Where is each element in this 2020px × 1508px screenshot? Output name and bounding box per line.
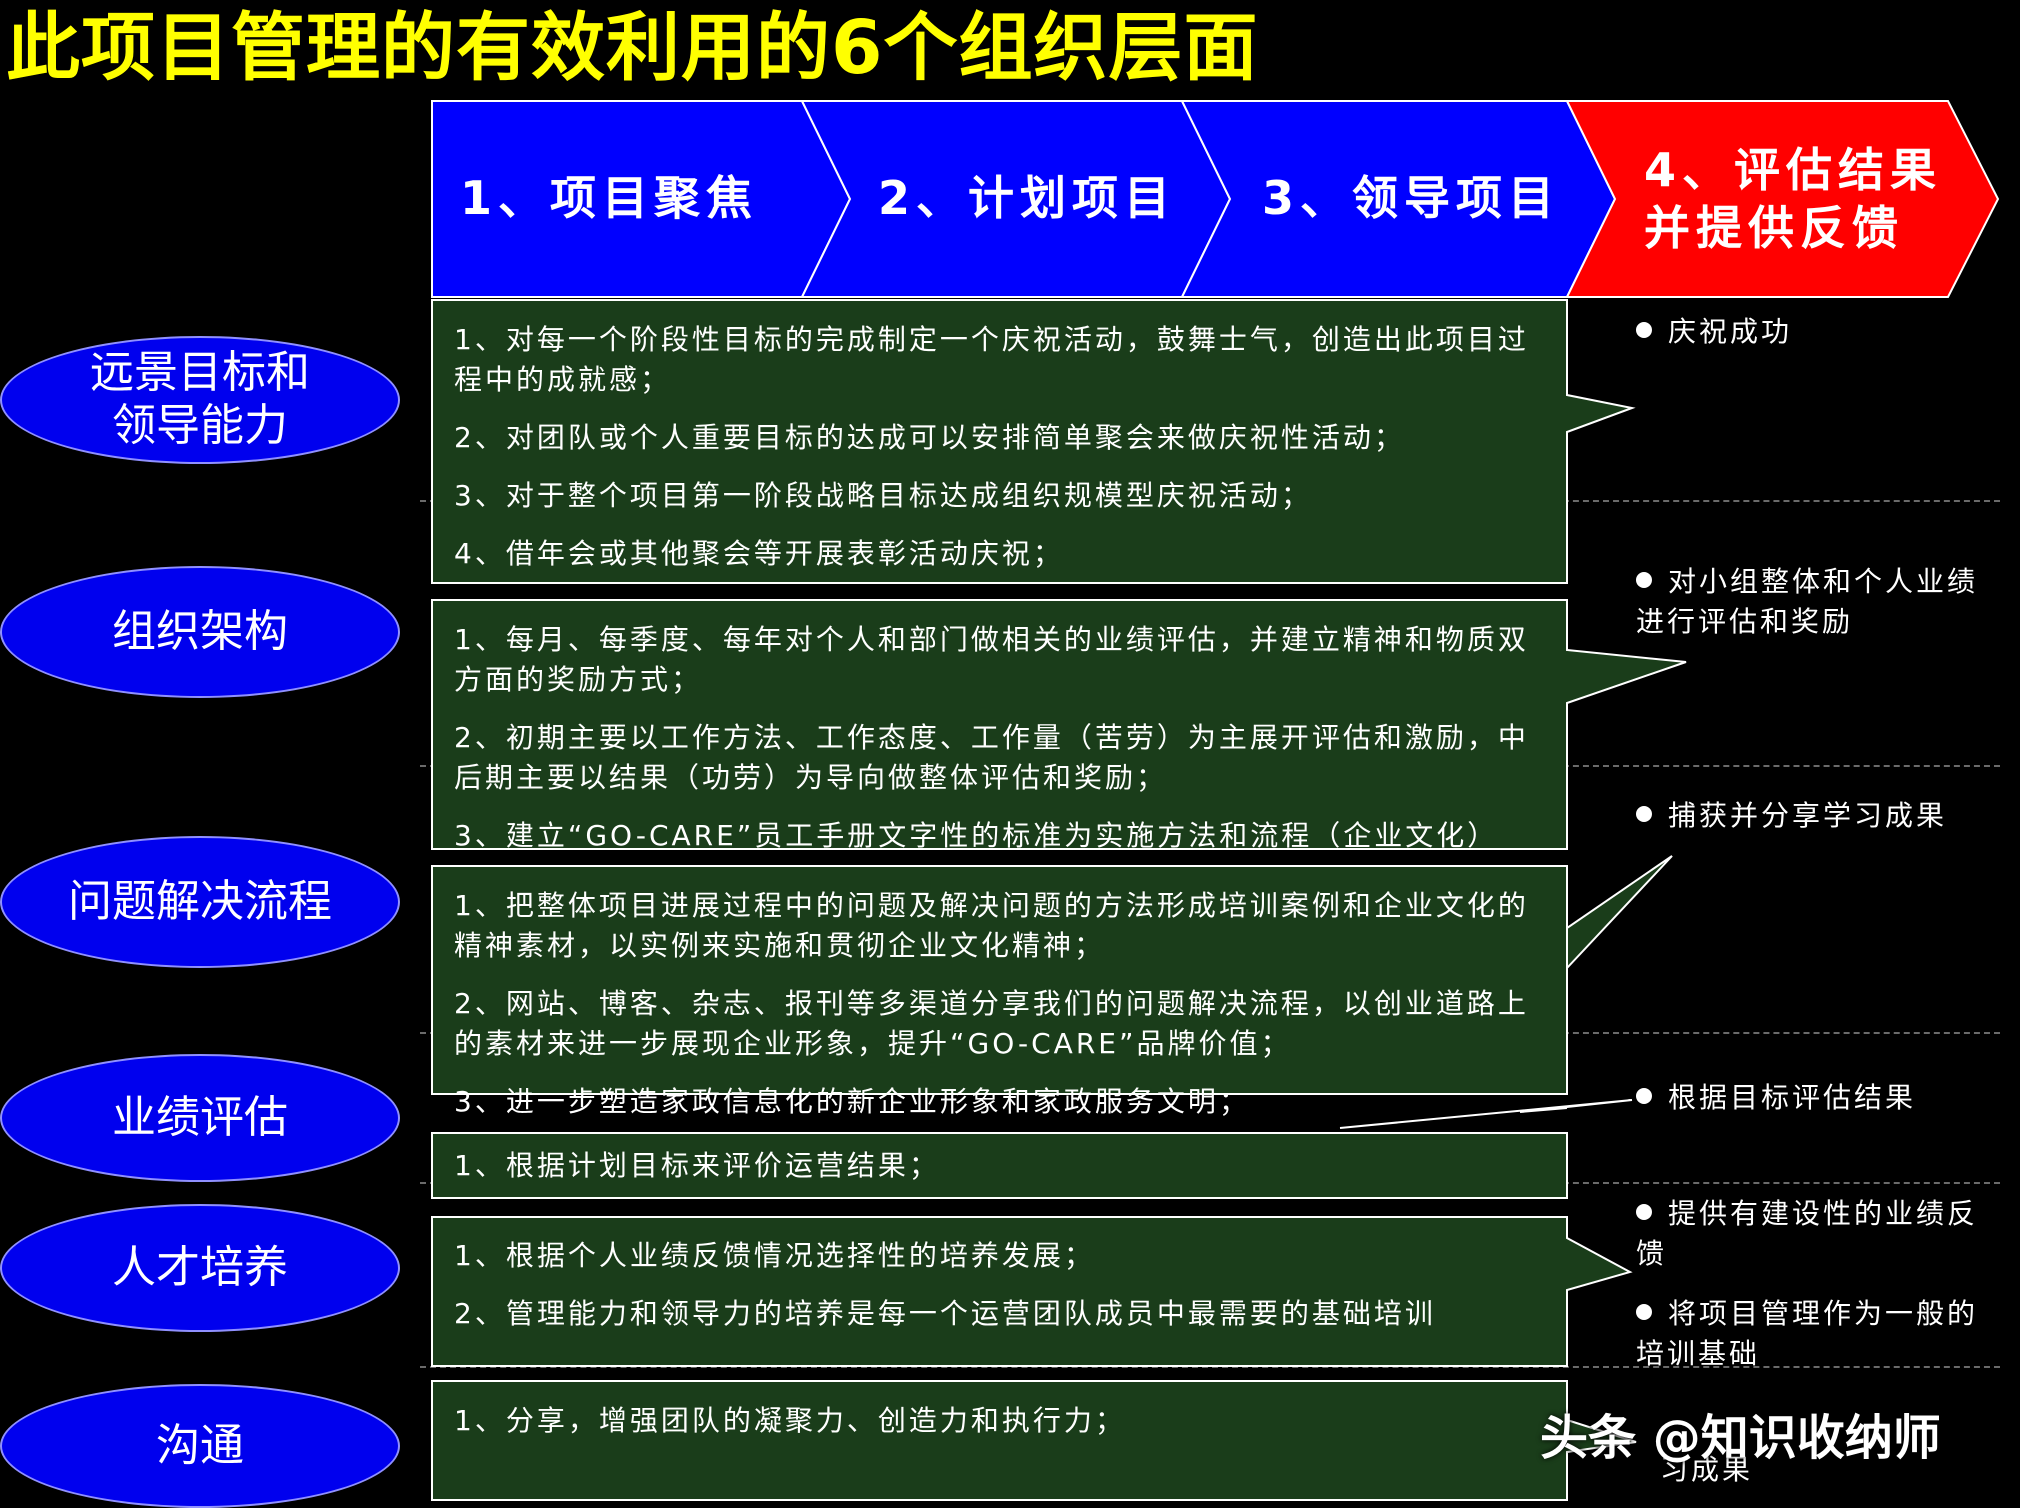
action-box-2: 1、每月、每季度、每年对个人和部门做相关的业绩评估，并建立精神和物质双方面的奖励… [432, 606, 1566, 852]
feedback-text: 对小组整体和个人业绩进行评估和奖励 [1636, 565, 1979, 638]
step-label-2: 2、计划项目 [878, 171, 1177, 225]
level-业绩评估: 业绩评估 [0, 1054, 400, 1182]
level-label: 业绩评估 [112, 1091, 288, 1143]
action-item: 1、根据计划目标来评价运营结果； [454, 1149, 940, 1182]
feedback-item: 将项目管理作为一般的培训基础 [1636, 1294, 1996, 1374]
callout-2 [431, 599, 1687, 850]
level-label: 问题解决流程 [68, 875, 332, 927]
feedback-item: 习成果 [1660, 1450, 2020, 1490]
step-label-3: 3、领导项目 [1262, 171, 1561, 225]
action-box-5: 1、根据个人业绩反馈情况选择性的培养发展； 2、管理能力和领导力的培养是每一个运… [432, 1222, 1566, 1366]
action-item: 1、对每一个阶段性目标的完成制定一个庆祝活动，鼓舞士气，创造出此项目过程中的成就… [454, 323, 1529, 396]
step-arrow-4 [1565, 100, 2000, 298]
action-item: 1、根据个人业绩反馈情况选择性的培养发展； [454, 1239, 1095, 1272]
feedback-text: 捕获并分享学习成果 [1668, 799, 1948, 832]
bullet-icon [1636, 806, 1652, 822]
bullet-icon [1636, 572, 1652, 588]
callout-1 [431, 299, 1636, 584]
callout-3 [431, 855, 1673, 1095]
action-box-6: 1、分享，增强团队的凝聚力、创造力和执行力； [432, 1387, 1566, 1500]
action-item: 2、网站、博客、杂志、报刊等多渠道分享我们的问题解决流程，以创业道路上的素材来进… [454, 987, 1529, 1060]
level-label: 组织架构 [112, 605, 288, 657]
action-box-1: 1、对每一个阶段性目标的完成制定一个庆祝活动，鼓舞士气，创造出此项目过程中的成就… [432, 306, 1566, 581]
feedback-text: 将项目管理作为一般的培训基础 [1636, 1297, 1979, 1370]
level-沟通: 沟通 [0, 1384, 400, 1508]
feedback-text: 庆祝成功 [1668, 315, 1793, 348]
callout-4 [431, 1132, 1568, 1199]
action-box-3: 1、把整体项目进展过程中的问题及解决问题的方法形成培训案例和企业文化的精神素材，… [432, 872, 1566, 1118]
process-arrows [431, 100, 2000, 298]
level-问题解决流程: 问题解决流程 [0, 836, 400, 968]
watermark: 头条 @知识收纳师 [1540, 1410, 1941, 1466]
feedback-item: 根据目标评估结果 [1636, 1078, 1996, 1118]
level-人才培养: 人才培养 [0, 1204, 400, 1332]
level-远景目标和领导能力: 远景目标和 领导能力 [0, 336, 400, 464]
action-item: 4、借年会或其他聚会等开展表彰活动庆祝； [454, 537, 1064, 570]
feedback-text: 习成果 [1660, 1453, 1754, 1486]
action-item: 2、管理能力和领导力的培养是每一个运营团队成员中最需要的基础培训 [454, 1297, 1436, 1330]
action-box-4: 1、根据计划目标来评价运营结果； [432, 1140, 1566, 1198]
action-item: 1、把整体项目进展过程中的问题及解决问题的方法形成培训案例和企业文化的精神素材，… [454, 889, 1529, 962]
step-label-4: 4、评估结果 并提供反馈 [1644, 143, 1943, 255]
bullet-icon [1636, 1304, 1652, 1320]
feedback-item: 捕获并分享学习成果 [1636, 796, 1996, 836]
level-组织架构: 组织架构 [0, 566, 400, 698]
connector-line [1339, 1099, 1633, 1129]
action-item: 3、进一步塑造家政信息化的新企业形象和家政服务文明； [454, 1085, 1250, 1118]
step-label-1: 1、项目聚焦 [460, 171, 759, 225]
level-label: 沟通 [156, 1419, 244, 1471]
level-label: 人才培养 [112, 1241, 288, 1293]
action-item: 3、建立“GO-CARE”员工手册文字性的标准为实施方法和流程（企业文化） [454, 819, 1499, 852]
feedback-text: 提供有建设性的业绩反馈 [1636, 1197, 1979, 1270]
feedback-item: 对小组整体和个人业绩进行评估和奖励 [1636, 562, 1996, 642]
bullet-icon [1636, 1088, 1652, 1104]
feedback-item: 提供有建设性的业绩反馈 [1636, 1194, 1996, 1274]
action-item: 2、对团队或个人重要目标的达成可以安排简单聚会来做庆祝性活动； [454, 421, 1405, 454]
feedback-item: 庆祝成功 [1636, 312, 1996, 352]
feedback-text: 根据目标评估结果 [1668, 1081, 1917, 1114]
bullet-icon [1636, 1204, 1652, 1220]
action-item: 1、分享，增强团队的凝聚力、创造力和执行力； [454, 1404, 1126, 1437]
level-label: 远景目标和 领导能力 [90, 347, 310, 451]
action-item: 3、对于整个项目第一阶段战略目标达成组织规模型庆祝活动； [454, 479, 1312, 512]
bullet-icon [1636, 322, 1652, 338]
callout-6 [431, 1380, 1637, 1501]
action-item: 1、每月、每季度、每年对个人和部门做相关的业绩评估，并建立精神和物质双方面的奖励… [454, 623, 1529, 696]
action-item: 2、初期主要以工作方法、工作态度、工作量（苦劳）为主展开评估和激励，中后期主要以… [454, 721, 1529, 794]
callout-5 [431, 1216, 1633, 1367]
page-title: 此项目管理的有效利用的6个组织层面 [6, 5, 1259, 91]
